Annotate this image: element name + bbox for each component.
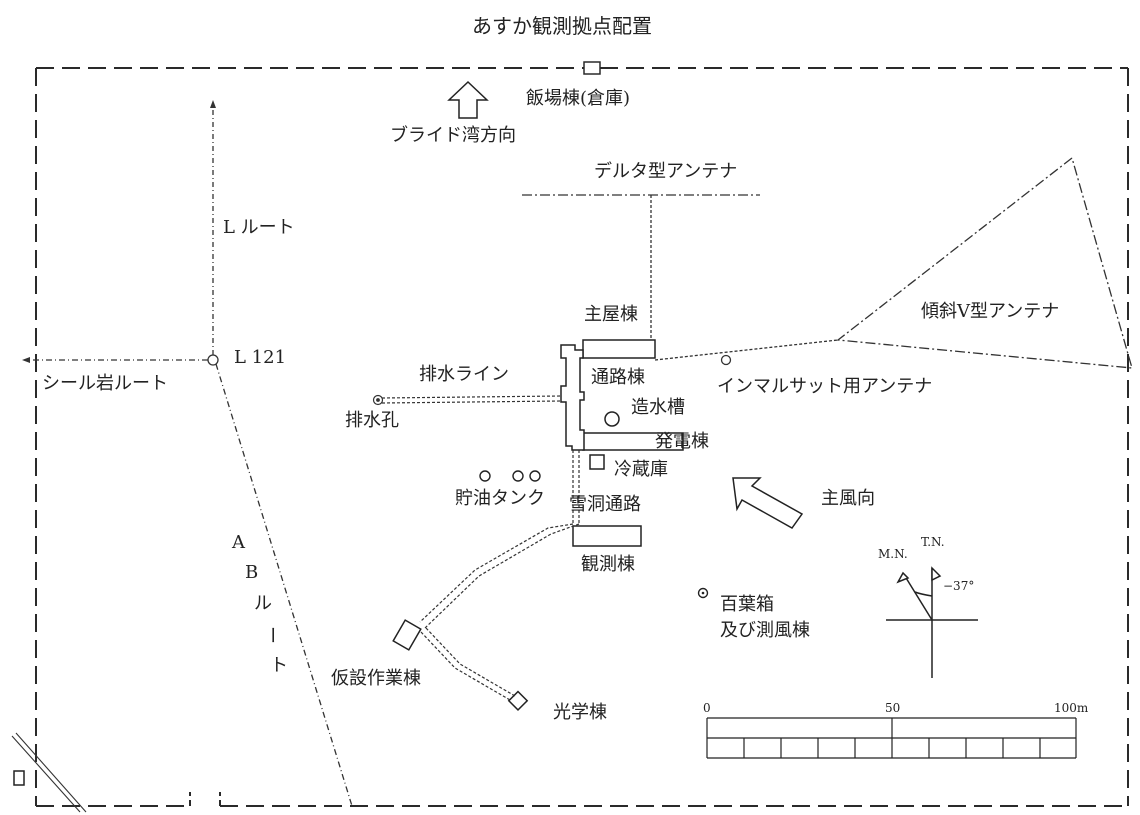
main-building [582, 339, 656, 359]
l-route-arrowhead [210, 100, 216, 108]
observation-building [572, 525, 642, 547]
corner-hut [13, 770, 25, 786]
bright-bay-label: ブライド湾方向 [390, 125, 516, 146]
observation-building-label: 観測棟 [581, 554, 635, 575]
ice-edge-1 [11, 735, 81, 813]
cold-storage [589, 454, 605, 470]
fuel-tank-3 [529, 470, 541, 482]
optical-building-label: 光学棟 [553, 702, 607, 723]
corridor-building [560, 344, 585, 451]
temp-work-building [392, 619, 422, 651]
mn-flag-icon [896, 571, 910, 584]
drain-line-label: 排水ライン [419, 364, 509, 385]
declination-arc [914, 591, 933, 597]
declination-label: −37° [943, 579, 975, 593]
wind-direction-arrow-icon [732, 477, 804, 529]
inmarsat-feed-line [654, 339, 839, 361]
fuel-tank-1 [479, 470, 491, 482]
drain-line-1 [381, 395, 562, 399]
l121-marker [207, 354, 219, 366]
snow-tunnel-3 [419, 523, 574, 623]
main-building-label: 主屋棟 [584, 304, 638, 325]
ab-route-line [215, 363, 353, 807]
true-north-label: T.N. [921, 535, 945, 549]
ab-route-char-a: A [232, 532, 245, 553]
water-tank [604, 411, 620, 427]
inclined-v-antenna [836, 157, 1133, 369]
site-boundary [35, 67, 1129, 807]
cold-storage-label: 冷蔵庫 [614, 459, 668, 480]
seal-rock-arrowhead [22, 357, 30, 363]
drain-line-2 [381, 400, 562, 404]
ab-route-char-ru: ル [254, 593, 272, 614]
ab-route-char-to: ト [270, 655, 288, 676]
l-route-label: L ルート [223, 217, 295, 238]
wind-direction-label: 主風向 [821, 488, 875, 509]
bright-bay-arrow-icon [447, 80, 489, 119]
optical-building [507, 690, 529, 711]
temp-work-building-label: 仮設作業棟 [331, 668, 421, 689]
inclined-v-antenna-label: 傾斜V型アンテナ [921, 301, 1060, 322]
snow-tunnel-4 [424, 523, 580, 629]
snow-tunnel-label: 雪洞通路 [569, 494, 641, 515]
screen-box-dot [701, 591, 705, 595]
screen-box-label-2: 及び測風棟 [720, 620, 810, 641]
optical-tunnel-1 [420, 631, 511, 701]
ab-route-char-b: B [245, 562, 259, 583]
magnetic-north-line [902, 572, 933, 621]
ab-route-char-dash: ー [261, 626, 282, 644]
screen-box-label-1: 百葉箱 [720, 594, 774, 615]
seal-rock-route-label: シール岩ルート [42, 373, 168, 394]
inmarsat-antenna-marker [720, 354, 732, 366]
delta-antenna-label: デルタ型アンテナ [594, 161, 738, 182]
l121-label: L 121 [234, 347, 287, 368]
hanba-label: 飯場棟(倉庫) [526, 88, 631, 109]
drain-hole-dot [376, 398, 380, 402]
fuel-tank-2 [512, 470, 524, 482]
diagram-title: あすか観測拠点配置 [472, 14, 652, 38]
magnetic-north-label: M.N. [878, 547, 908, 561]
drain-hole-label: 排水孔 [345, 410, 399, 431]
power-building-label: 発電棟 [655, 431, 709, 452]
scale-label-mid: 50 [885, 701, 901, 715]
fuel-tanks-label: 貯油タンク [455, 488, 545, 509]
tn-flag-icon [931, 566, 942, 582]
scale-bar-ticks [706, 718, 1077, 758]
ice-edge-2 [15, 732, 87, 813]
inmarsat-antenna-label: インマルサット用アンテナ [717, 376, 933, 397]
scale-label-end: 100m [1054, 701, 1089, 715]
water-tank-label: 造水槽 [631, 397, 685, 418]
hanba-building [583, 61, 601, 75]
optical-tunnel-2 [425, 627, 516, 697]
scale-label-start: 0 [703, 701, 711, 715]
corridor-label: 通路棟 [591, 367, 645, 388]
